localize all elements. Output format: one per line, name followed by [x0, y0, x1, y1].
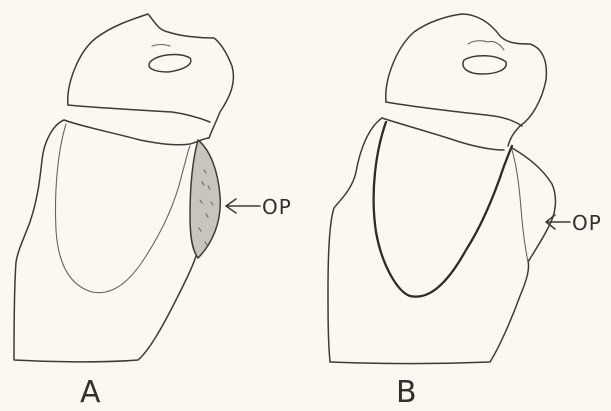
panel-a-op-arrow [226, 199, 260, 213]
panel-a-tooth-crown [68, 14, 234, 138]
panel-b-root [374, 122, 512, 297]
panel-a-op-label: OP [262, 195, 292, 219]
panel-a-occlusal-pit [149, 55, 191, 72]
panel-a-root [55, 124, 190, 293]
panel-b-letter: B [396, 375, 417, 410]
panel-b-op-label: OP [572, 211, 602, 235]
panel-b-occlusal-pit [463, 56, 506, 74]
panel-a-outline [14, 120, 196, 362]
panel-b-outline [328, 118, 529, 364]
panel-b: OP B [328, 14, 602, 410]
panel-b-op-arrow [546, 215, 570, 229]
panel-a: OP A [14, 14, 292, 410]
panel-b-cej-line [386, 102, 522, 126]
panel-a-letter: A [80, 375, 101, 410]
panel-a-cej-line [68, 105, 210, 122]
panel-b-op-region [512, 148, 555, 262]
